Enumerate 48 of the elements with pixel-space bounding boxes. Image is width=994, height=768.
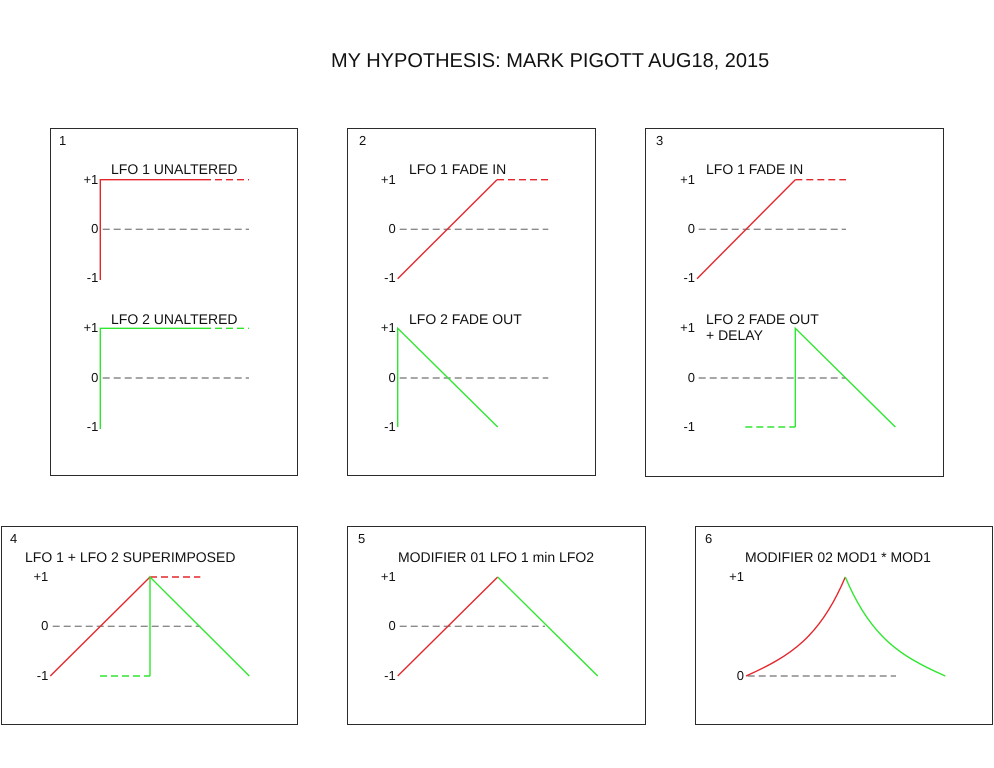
plot-panel: [645, 128, 944, 477]
axis-tick-label: -1: [683, 270, 695, 286]
axis-tick-label: -1: [86, 270, 98, 286]
plot-title: LFO 1 FADE IN: [409, 161, 506, 177]
plot-panel: [695, 526, 993, 725]
axis-tick-label: 0: [41, 618, 48, 634]
plot-panel: [347, 128, 596, 476]
panel-number: 1: [59, 132, 66, 148]
axis-tick-label: 0: [388, 370, 396, 386]
axis-tick-label: 0: [688, 370, 695, 386]
plot-title: LFO 1 UNALTERED: [111, 161, 238, 177]
axis-tick-label: +1: [33, 569, 48, 585]
axis-tick-label: 0: [91, 370, 98, 386]
plot-title: MODIFIER 02 MOD1 * MOD1: [745, 549, 931, 566]
axis-tick-label: +1: [380, 569, 396, 585]
plot-title: LFO 1 + LFO 2 SUPERIMPOSED: [25, 549, 236, 566]
axis-tick-label: -1: [384, 668, 396, 684]
axis-tick-label: +1: [680, 172, 695, 188]
axis-tick-label: +1: [83, 320, 98, 336]
axis-tick-label: 0: [388, 618, 396, 634]
plot-title: MODIFIER 01 LFO 1 min LFO2: [398, 549, 594, 566]
axis-tick-label: +1: [83, 172, 98, 188]
plot-panel: [50, 128, 298, 476]
axis-tick-label: +1: [680, 320, 695, 336]
axis-tick-label: +1: [729, 569, 744, 585]
axis-tick-label: -1: [384, 270, 396, 286]
axis-tick-label: 0: [388, 221, 396, 238]
axis-tick-label: -1: [384, 419, 396, 435]
panel-number: 5: [358, 530, 366, 546]
panel-number: 6: [705, 530, 712, 546]
axis-tick-label: -1: [36, 668, 48, 684]
axis-tick-label: 0: [688, 221, 695, 238]
plot-title: LFO 2 FADE OUT: [409, 311, 522, 327]
axis-tick-label: -1: [86, 419, 98, 435]
panel-number: 3: [656, 132, 664, 148]
plot-panel: [1, 526, 298, 725]
panel-number: 4: [10, 530, 18, 546]
panel-number: 2: [359, 132, 366, 148]
plot-title: LFO 2 UNALTERED: [111, 311, 238, 327]
axis-tick-label: -1: [683, 419, 695, 435]
plot-title: LFO 2 FADE OUT + DELAY: [706, 311, 820, 343]
diagram-title: MY HYPOTHESIS: MARK PIGOTT AUG18, 2015: [331, 50, 770, 73]
axis-tick-label: +1: [380, 172, 396, 188]
plot-title: LFO 1 FADE IN: [706, 161, 804, 177]
plot-panel: [347, 526, 646, 725]
axis-tick-label: +1: [380, 320, 396, 336]
axis-tick-label: 0: [736, 668, 744, 684]
axis-tick-label: 0: [91, 221, 98, 238]
